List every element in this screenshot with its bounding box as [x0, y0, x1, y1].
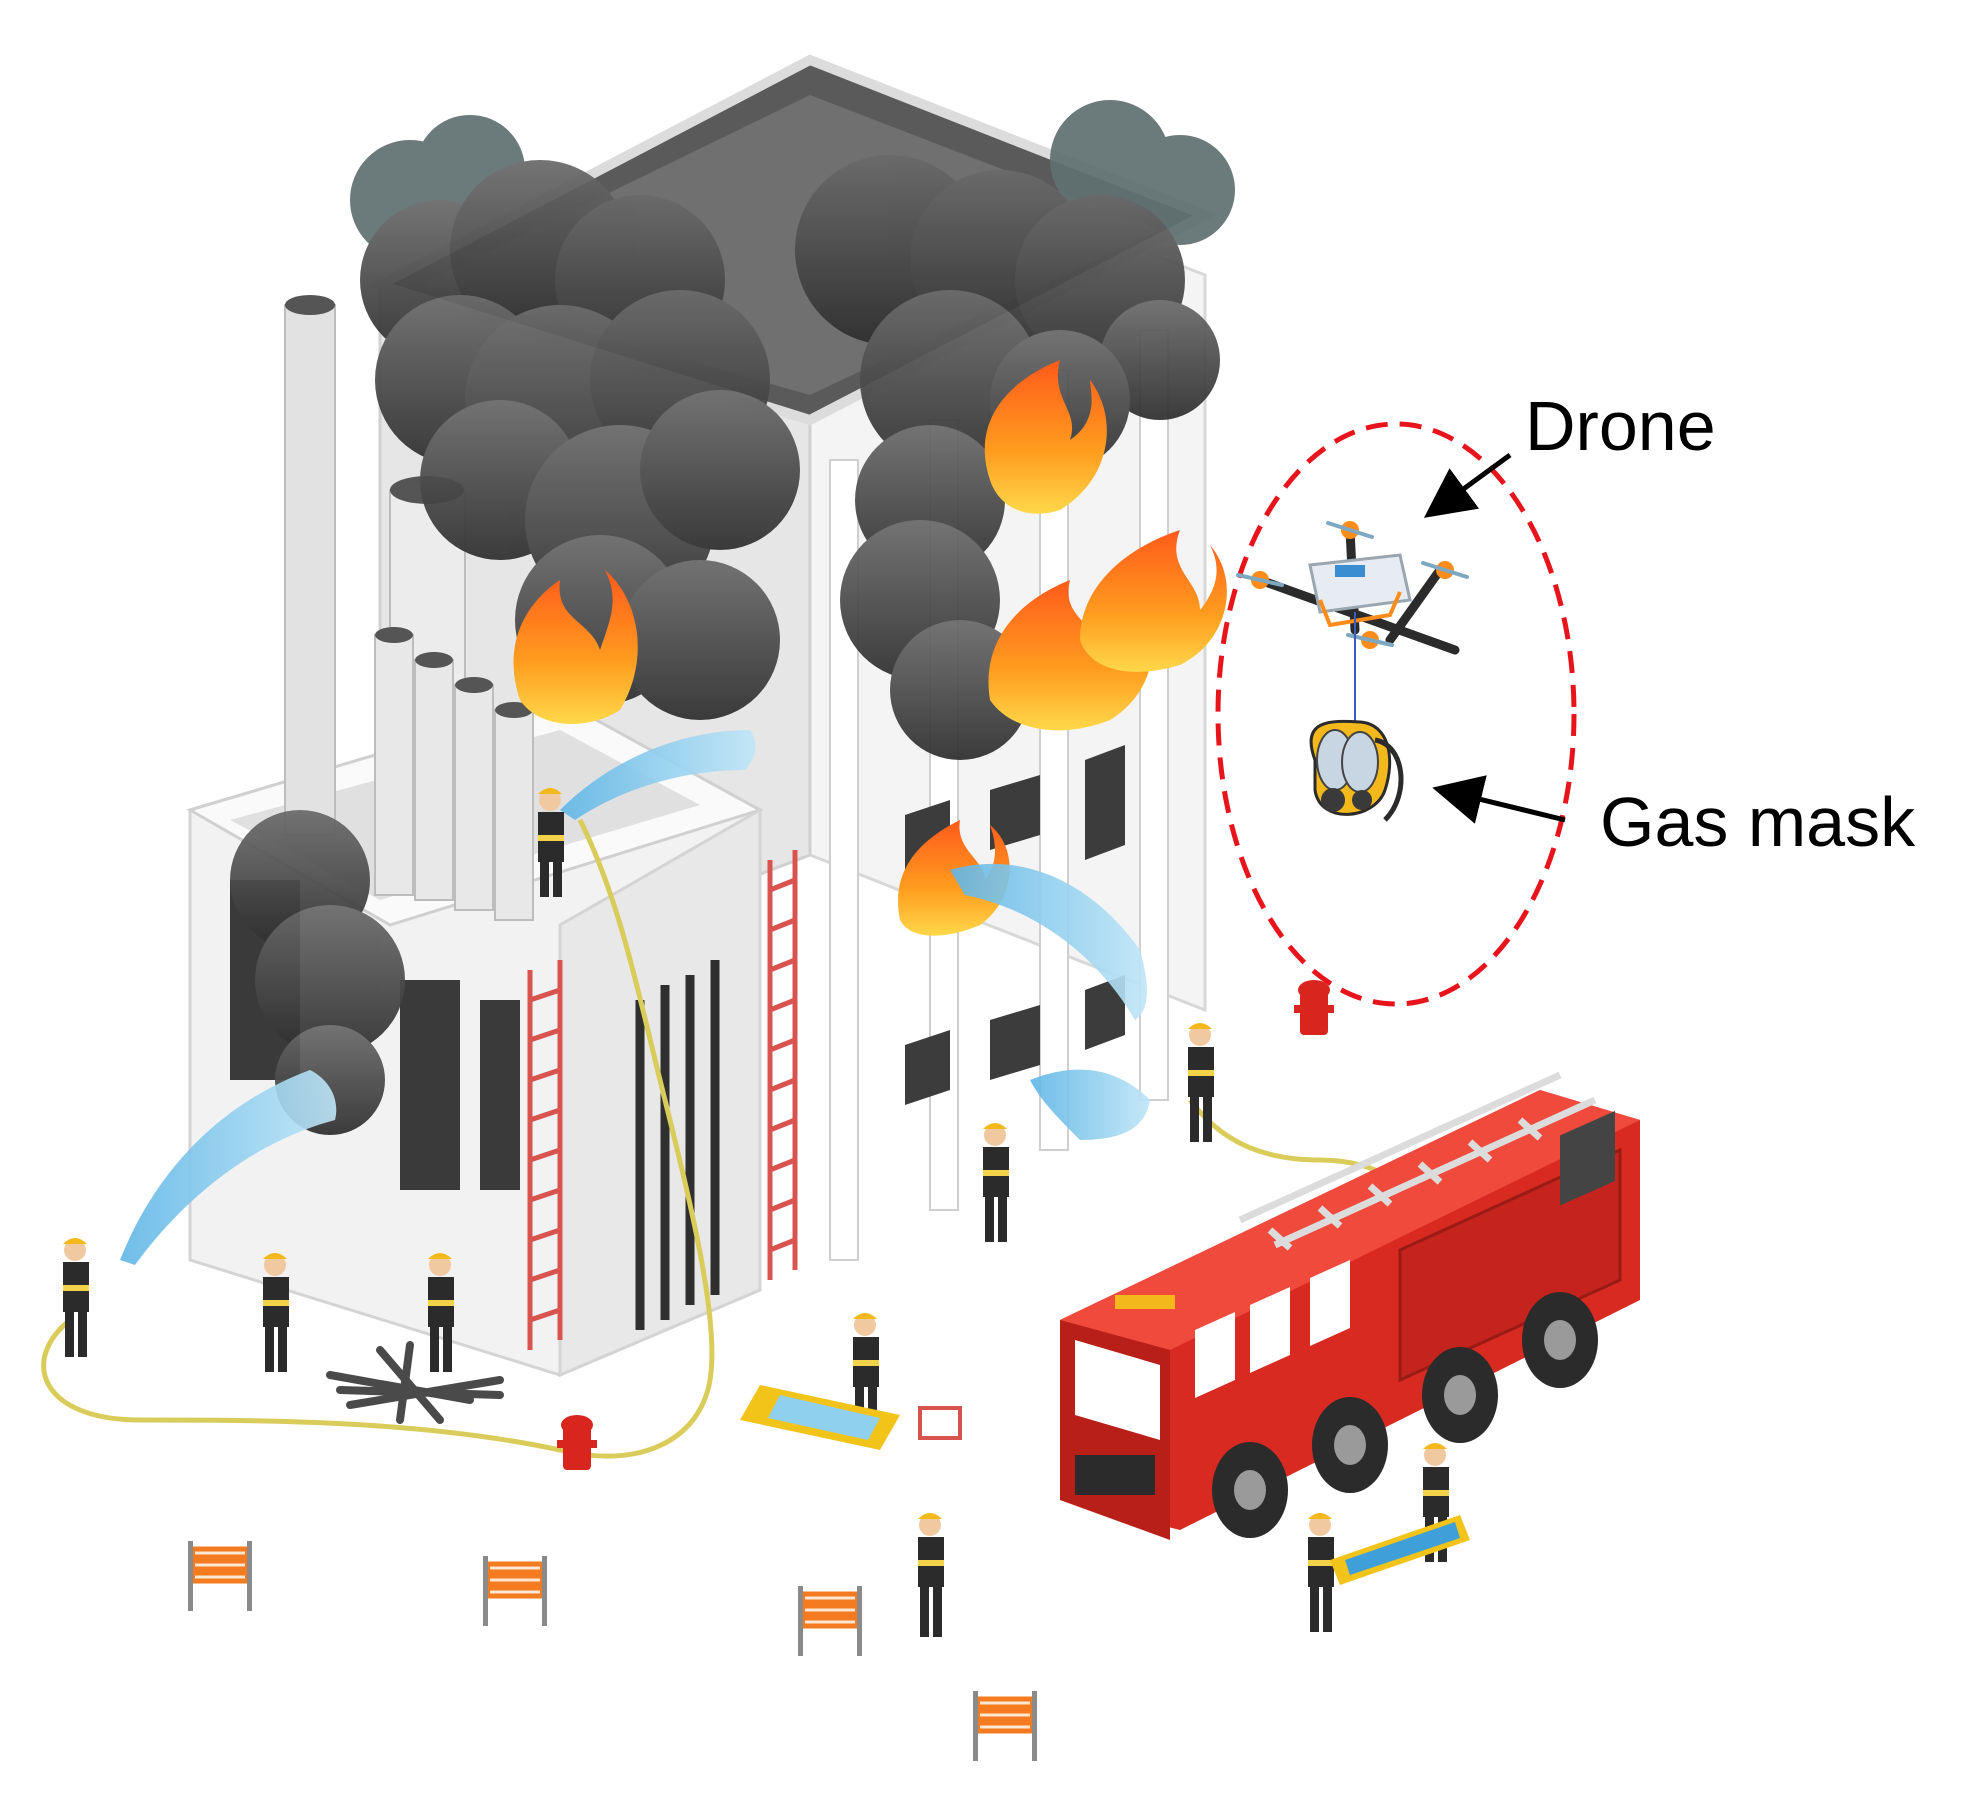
- ladder-icon: [527, 850, 798, 1350]
- chimney-group: [284, 295, 534, 921]
- gas-mask-arrow: [1432, 775, 1566, 824]
- highlight-ellipse: [1215, 421, 1577, 1007]
- stretcher-icon: [740, 1385, 1470, 1585]
- drone-arrow: [1423, 452, 1512, 518]
- debris-pile: [326, 1341, 504, 1424]
- water-jet-icon: [120, 730, 1150, 1265]
- drone-icon: [1236, 521, 1469, 728]
- drone-label: Drone: [1525, 387, 1716, 465]
- gas-mask-label: Gas mask: [1600, 783, 1916, 861]
- firefighter-icon: [63, 788, 1449, 1637]
- fire-truck-icon: [1060, 1071, 1640, 1540]
- barrier-icon: [188, 1541, 1037, 1761]
- flame-icon: [513, 360, 1227, 936]
- first-aid-kit-icon: [918, 1406, 962, 1440]
- fire-hydrant-icon: [557, 980, 1334, 1470]
- gas-mask-icon: [1309, 719, 1404, 822]
